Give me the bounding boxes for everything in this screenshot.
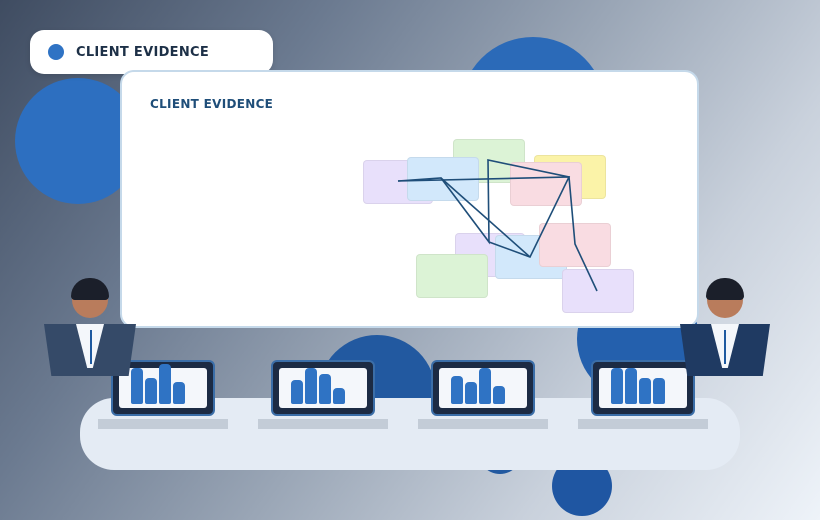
board-title: CLIENT EVIDENCE — [150, 97, 274, 111]
note-green-bottom — [416, 254, 488, 298]
laptop-4 — [591, 360, 695, 416]
note-pink-top — [510, 162, 582, 206]
connector-lines — [397, 159, 598, 292]
header-label: CLIENT EVIDENCE — [76, 44, 210, 60]
note-purple-bottom — [562, 269, 634, 313]
presenter-hair — [706, 278, 744, 300]
bar-chart-icon — [145, 378, 157, 404]
bar-chart-icon — [159, 364, 171, 404]
laptop-screen — [279, 368, 367, 408]
desk-shelf-3 — [418, 419, 548, 429]
bar-chart-icon — [305, 368, 317, 404]
bar-chart-icon — [173, 382, 185, 404]
laptop-3 — [431, 360, 535, 416]
header-pill: CLIENT EVIDENCE — [30, 30, 273, 74]
presentation-board: CLIENT EVIDENCE — [120, 70, 699, 328]
laptop-2 — [271, 360, 375, 416]
bar-chart-icon — [333, 388, 345, 404]
bar-chart-icon — [451, 376, 463, 404]
desk-shelf-4 — [578, 419, 708, 429]
bar-chart-icon — [291, 380, 303, 404]
presenter-tie — [90, 330, 92, 364]
bar-chart-icon — [625, 368, 637, 404]
presenter-tie — [724, 330, 726, 364]
bar-chart-icon — [611, 368, 623, 404]
bar-chart-icon — [465, 382, 477, 404]
presenter-hair — [71, 278, 109, 300]
laptop-screen — [599, 368, 687, 408]
bar-chart-icon — [493, 386, 505, 404]
laptop-screen — [439, 368, 527, 408]
desk-shelf-2 — [258, 419, 388, 429]
bar-chart-icon — [319, 374, 331, 404]
bar-chart-icon — [479, 368, 491, 404]
bar-chart-icon — [131, 368, 143, 404]
bar-chart-icon — [653, 378, 665, 404]
desk-shelf-1 — [98, 419, 228, 429]
bar-chart-icon — [639, 378, 651, 404]
laptop-screen — [119, 364, 207, 408]
status-dot-icon — [48, 44, 64, 60]
